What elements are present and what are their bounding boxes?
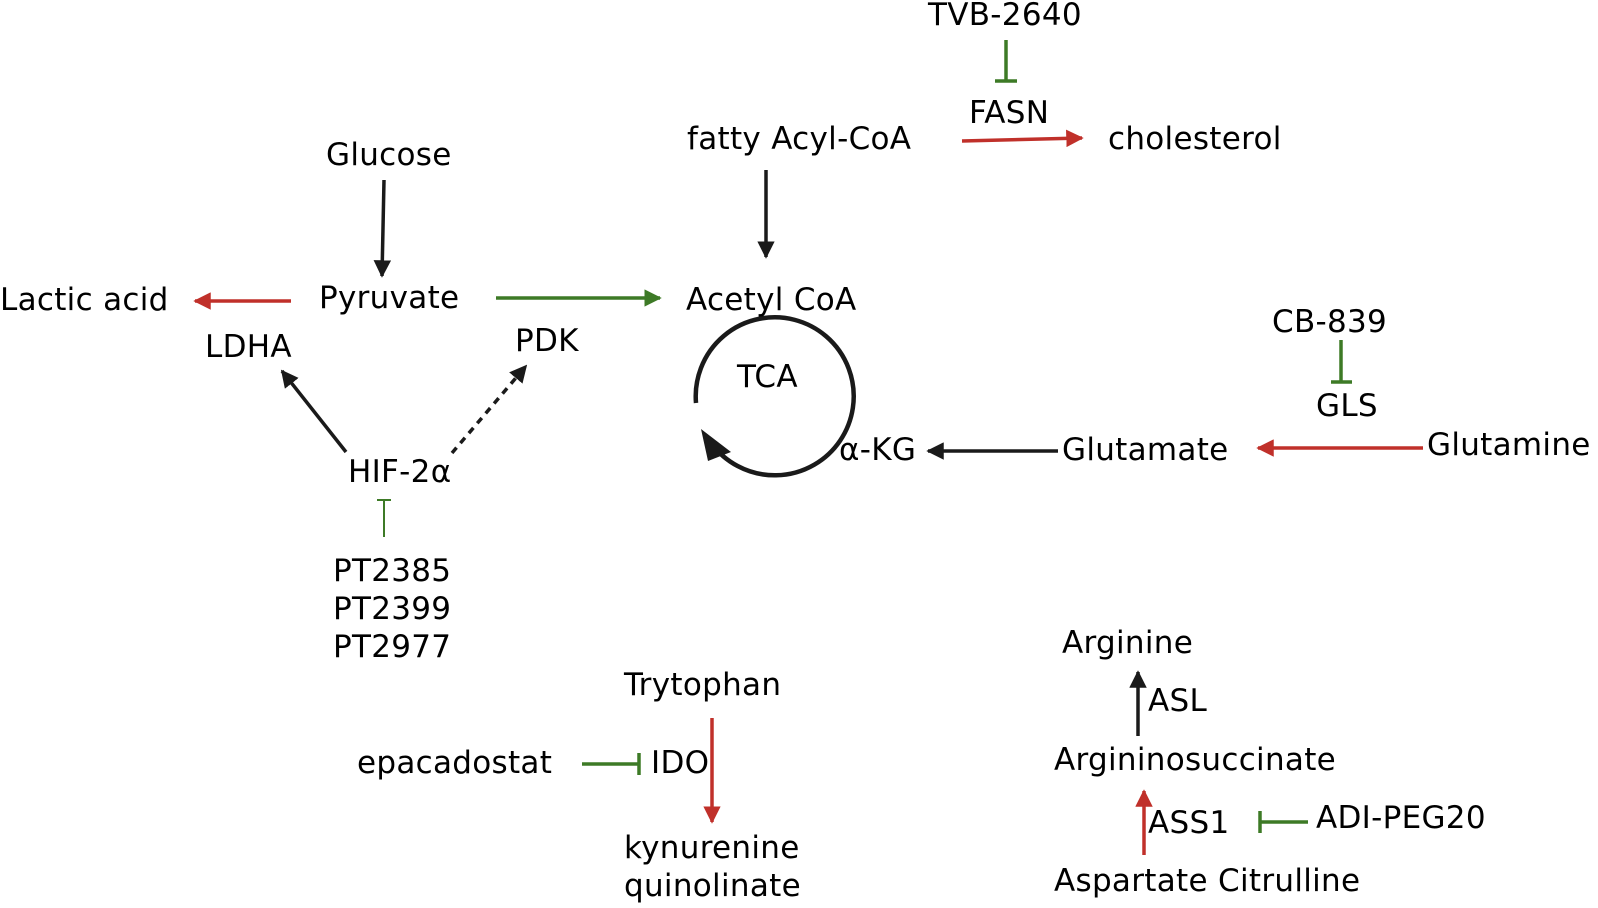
tca-label: TCA <box>737 359 798 395</box>
fatty-acyl-coa-label: fatty Acyl-CoA <box>687 121 912 157</box>
akg-label: α-KG <box>839 432 917 468</box>
arginine-label: Arginine <box>1062 625 1194 661</box>
acetyl-coa-label: Acetyl CoA <box>686 282 857 318</box>
fasn-label: FASN <box>969 95 1050 131</box>
pdk-label: PDK <box>515 323 579 359</box>
lactic-acid-label: Lactic acid <box>0 282 169 318</box>
tryptophan-label: Trytophan <box>624 667 782 703</box>
tca-cycle-arrowhead <box>701 429 731 461</box>
hif-to-pdk-arrow <box>450 364 528 455</box>
adi-peg20-label: ADI-PEG20 <box>1316 800 1486 836</box>
pt2385-label: PT2385 <box>333 553 452 589</box>
pyruvate-label: Pyruvate <box>319 280 460 316</box>
ldha-label: LDHA <box>205 329 292 365</box>
argininosuccinate-label: Argininosuccinate <box>1054 742 1337 778</box>
tca-cycle-arc <box>693 315 856 478</box>
glutamate-label: Glutamate <box>1062 432 1229 468</box>
cholesterol-label: cholesterol <box>1108 121 1282 157</box>
glutamine-label: Glutamine <box>1427 427 1591 463</box>
hif-to-ldha-arrow <box>280 369 348 454</box>
gls-label: GLS <box>1316 388 1378 424</box>
asl-label: ASL <box>1148 683 1208 719</box>
kynurenine-label: kynurenine <box>624 830 800 866</box>
pt2977-label: PT2977 <box>333 629 452 665</box>
hif-label: HIF-2α <box>348 454 452 490</box>
epacadostat-label: epacadostat <box>357 745 553 781</box>
ass1-label: ASS1 <box>1148 805 1230 841</box>
glucose-to-pyruvate-arrow <box>373 179 392 278</box>
acyl-to-cholesterol-arrow <box>961 129 1084 148</box>
cb-839-label: CB-839 <box>1272 304 1388 340</box>
ido-label: IDO <box>651 745 710 781</box>
quinolinate-label: quinolinate <box>624 868 801 904</box>
aspartate-citrulline-label: Aspartate Citrulline <box>1054 863 1361 899</box>
glucose-label: Glucose <box>326 137 452 173</box>
tvb-2640-label: TVB-2640 <box>928 0 1082 33</box>
pt2399-label: PT2399 <box>333 591 452 627</box>
